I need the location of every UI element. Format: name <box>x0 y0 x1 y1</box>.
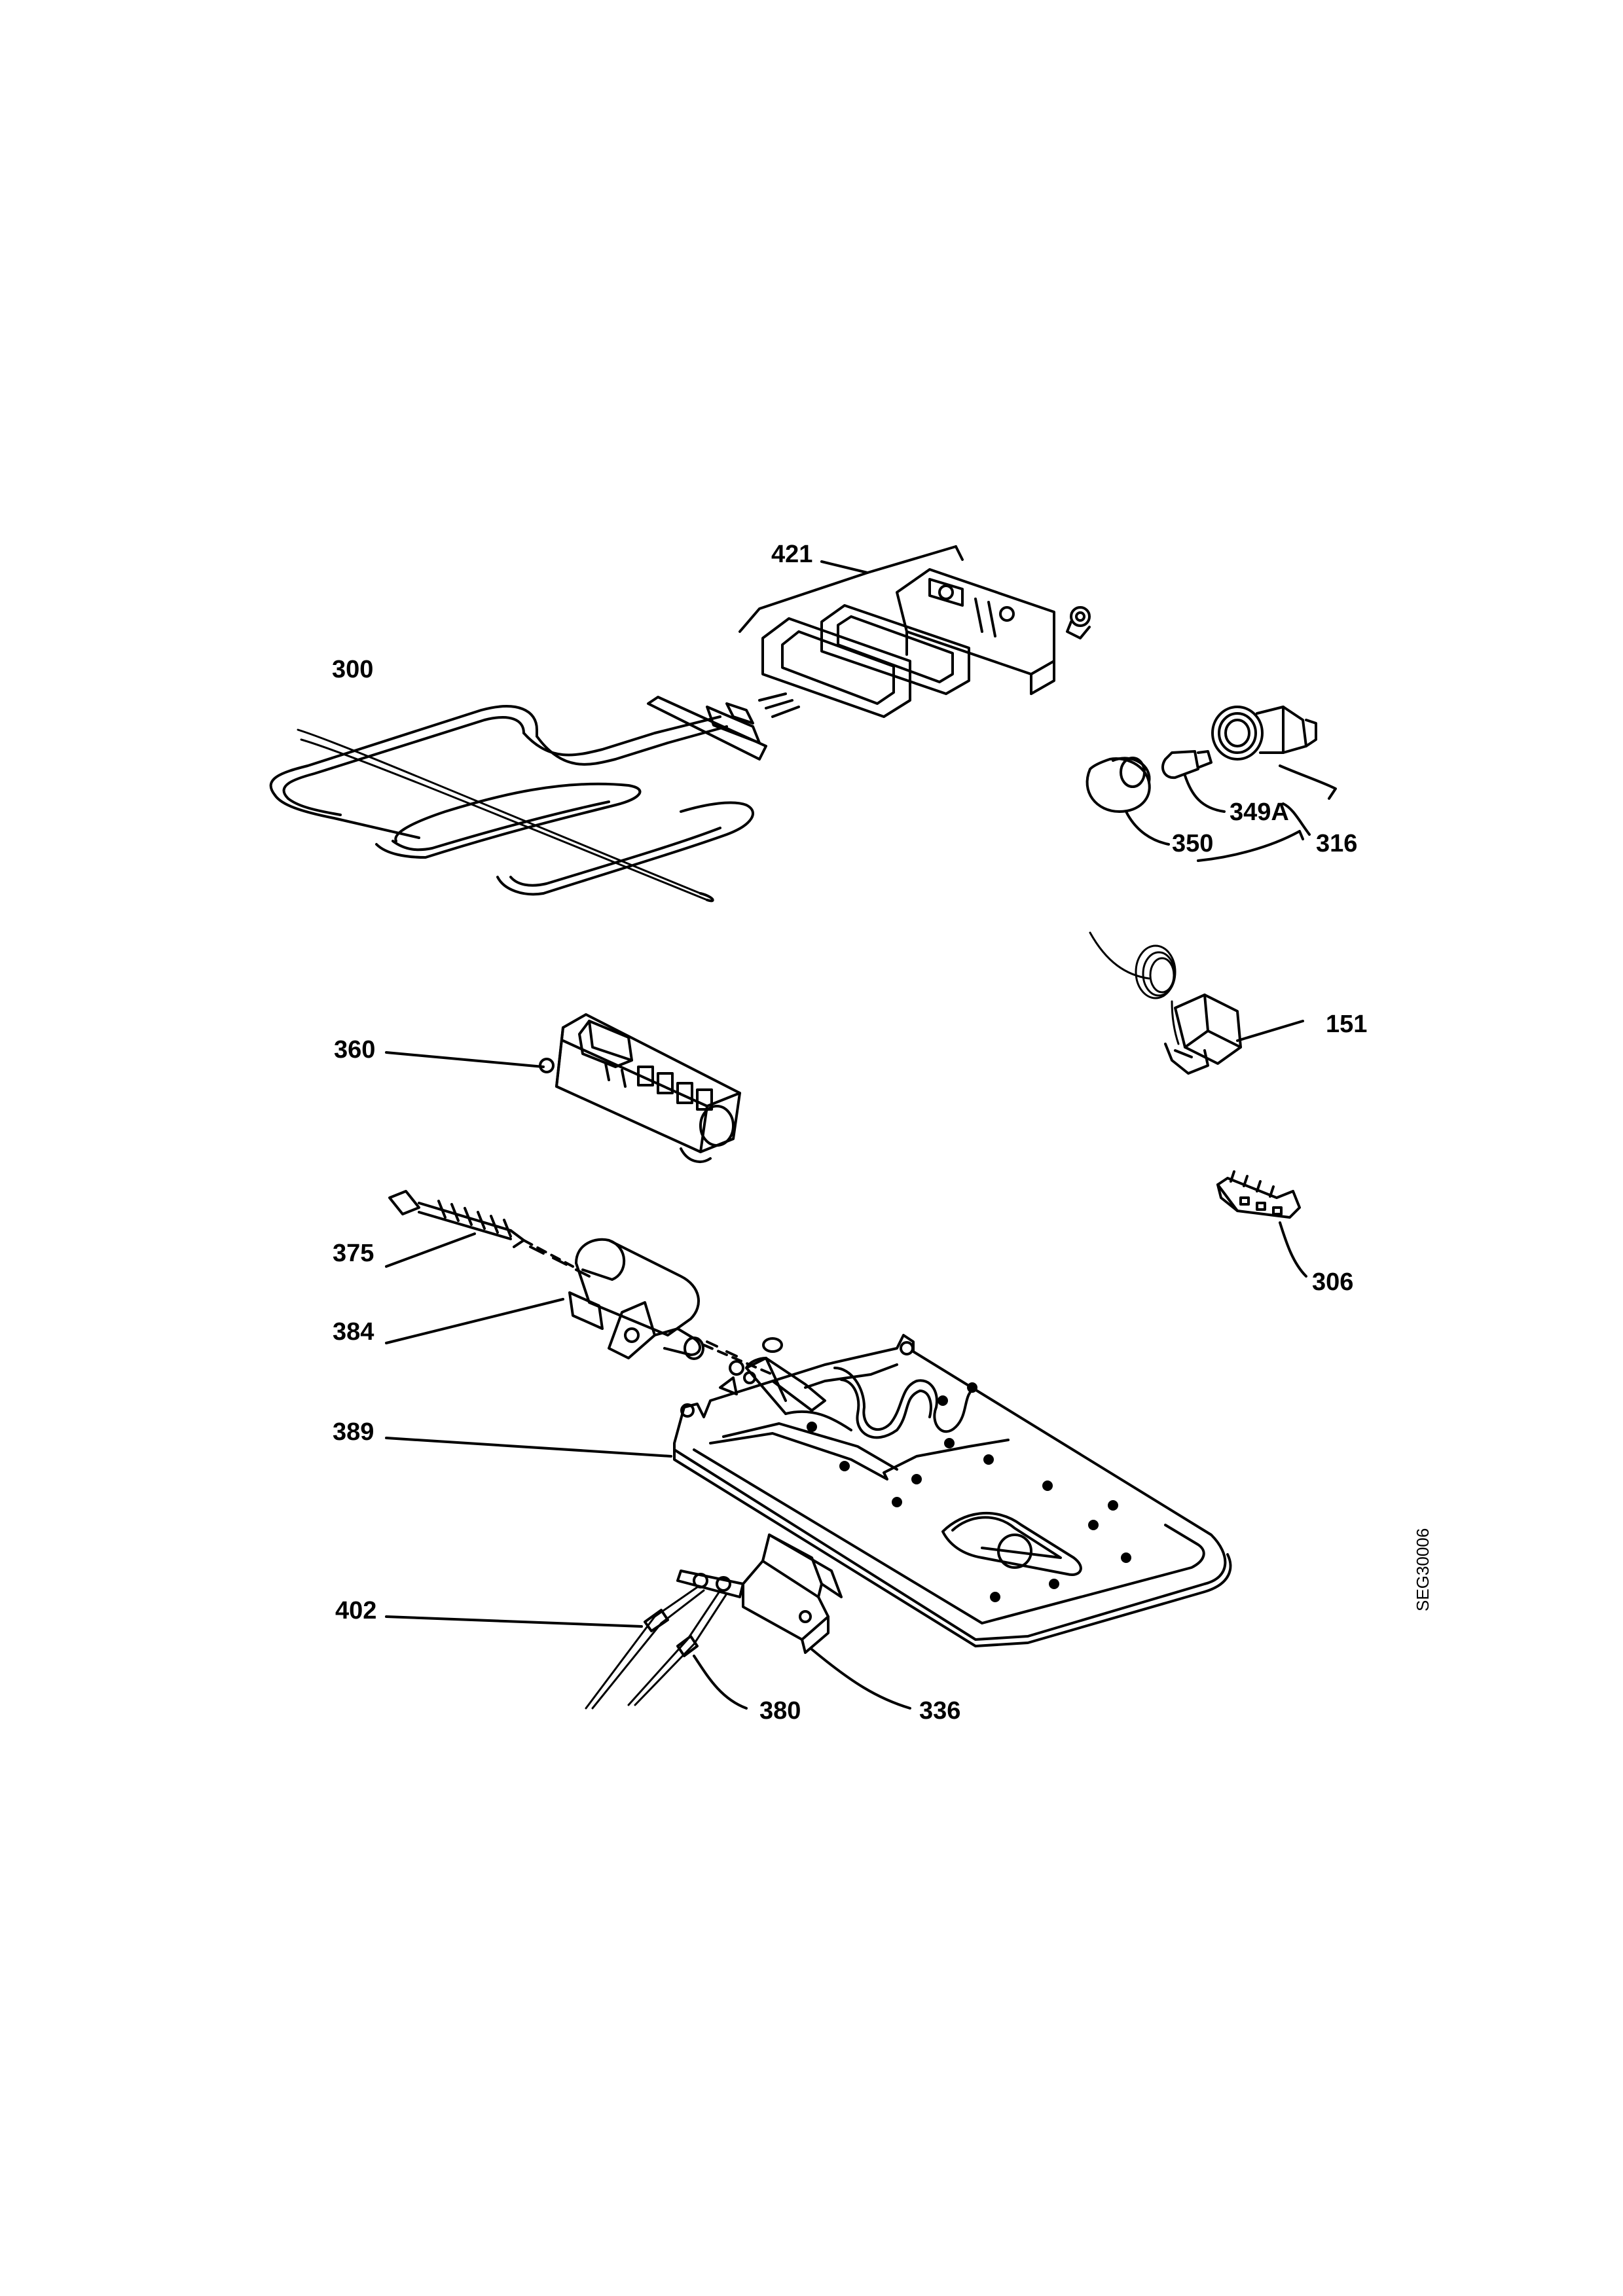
part-label-336: 336 <box>919 1697 961 1725</box>
terminal-block-306 <box>1216 1170 1307 1278</box>
part-label-384: 384 <box>333 1318 374 1346</box>
thermocouple-bracket-336 <box>385 1534 911 1710</box>
part-label-360: 360 <box>334 1036 376 1064</box>
selector-switch-360 <box>385 1013 741 1163</box>
part-label-389: 389 <box>333 1418 374 1446</box>
drawing-reference-code: SEG30006 <box>1413 1528 1432 1611</box>
burner-389 <box>385 1334 1232 1647</box>
gas-valve-384 <box>385 1238 738 1360</box>
assembly-axis-lines <box>522 1239 774 1376</box>
part-label-380: 380 <box>759 1697 801 1725</box>
part-label-306: 306 <box>1312 1268 1354 1296</box>
spring-shaft-375 <box>385 1190 591 1278</box>
lamp-assembly-316 <box>1085 706 1337 862</box>
part-label-350: 350 <box>1172 830 1214 857</box>
part-label-316: 316 <box>1316 830 1358 857</box>
part-label-300: 300 <box>332 656 374 683</box>
thermostat-151 <box>1089 931 1304 1075</box>
grill-element-300 <box>269 692 800 903</box>
part-label-421: 421 <box>771 541 813 568</box>
part-label-375: 375 <box>333 1240 374 1267</box>
part-label-349A: 349A <box>1230 798 1289 826</box>
part-label-402: 402 <box>335 1597 377 1624</box>
plate-assembly-421 <box>739 545 1091 718</box>
part-label-151: 151 <box>1326 1011 1368 1038</box>
